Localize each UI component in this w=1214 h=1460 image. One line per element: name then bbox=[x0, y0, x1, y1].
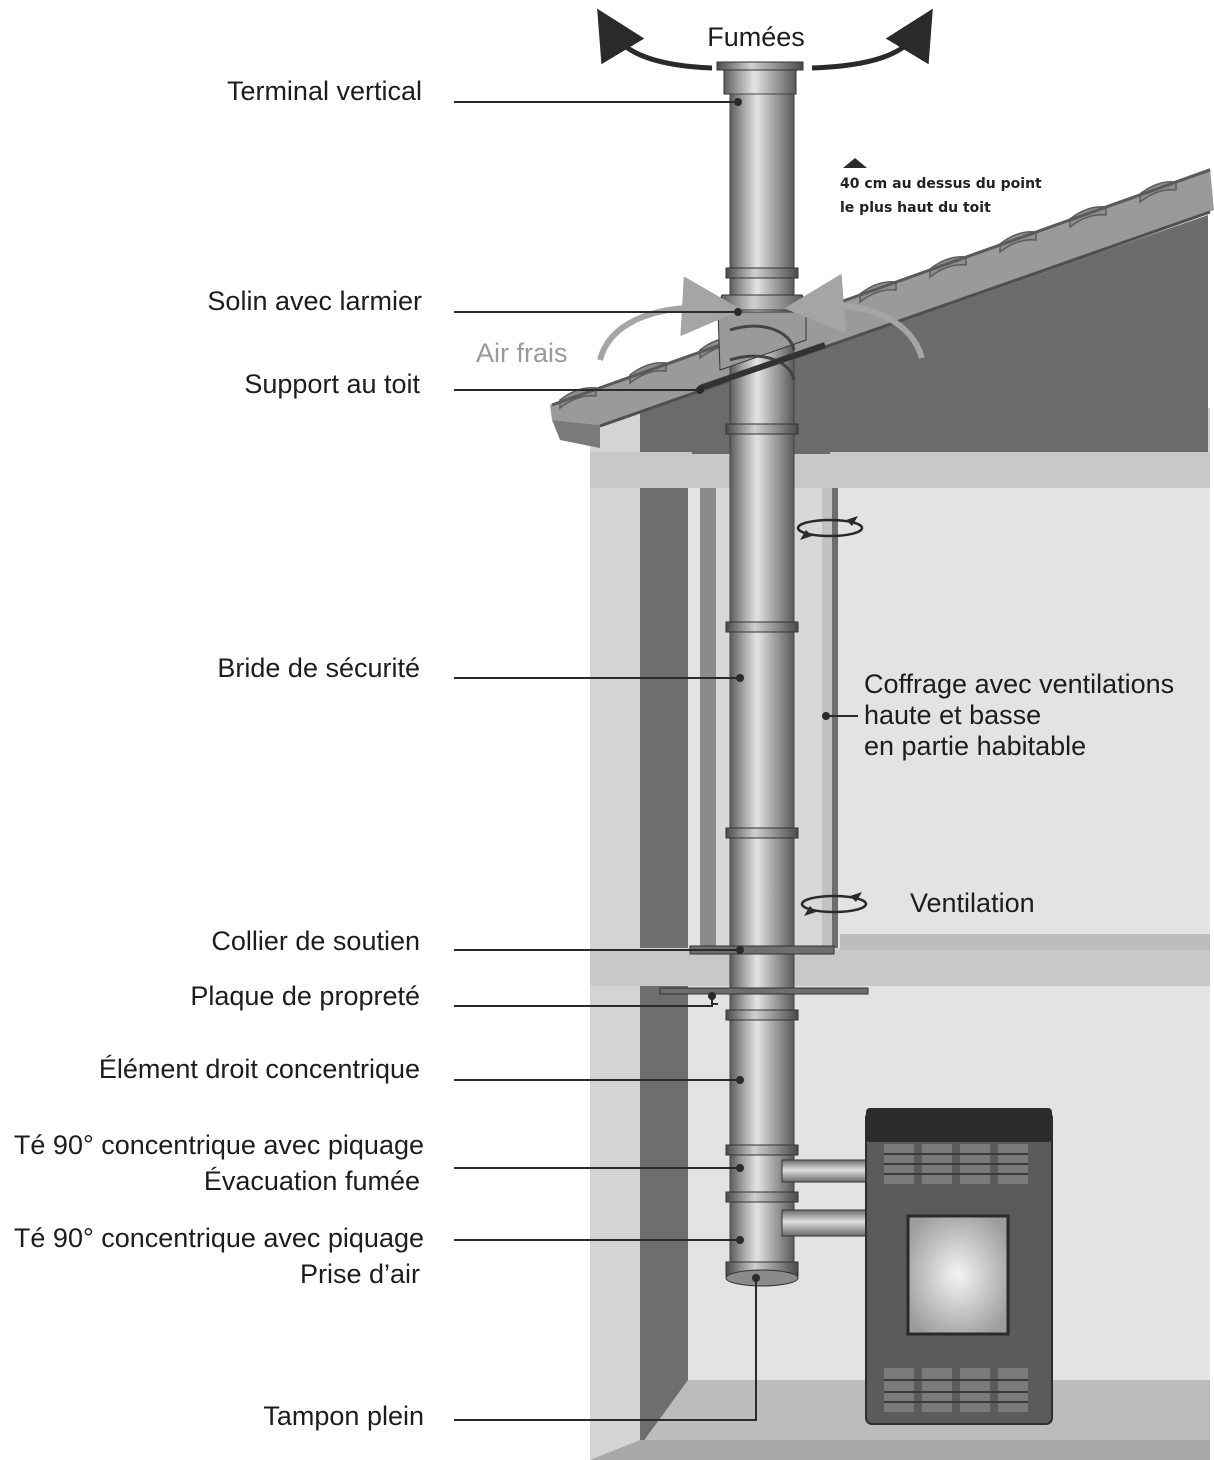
label-bride: Bride de sécurité bbox=[217, 653, 420, 683]
smoke-outlet-pipe bbox=[781, 1159, 869, 1183]
solin-flashing bbox=[715, 294, 811, 311]
label-support-toit: Support au toit bbox=[244, 369, 420, 399]
ventilation-arrows bbox=[796, 516, 868, 916]
label-te2-line1: Té 90° concentrique avec piquage bbox=[14, 1223, 424, 1253]
label-collier: Collier de soutien bbox=[211, 926, 420, 956]
ventilation-bottom-icon bbox=[800, 894, 868, 914]
air-intake-pipe bbox=[781, 1209, 869, 1237]
height-marker-icon bbox=[843, 158, 867, 168]
label-fumees: Fumées bbox=[707, 22, 805, 52]
label-air-frais: Air frais bbox=[476, 338, 568, 368]
label-te1-line2: Évacuation fumée bbox=[204, 1166, 420, 1196]
terminal-cap bbox=[716, 61, 804, 71]
roof-slope bbox=[550, 168, 1214, 425]
fresh-air-arrow-right bbox=[784, 273, 925, 359]
stove-window bbox=[906, 1214, 1010, 1336]
label-coffrage-3: en partie habitable bbox=[864, 731, 1086, 761]
smoke-arrow-right bbox=[811, 8, 933, 71]
fresh-air-arrows bbox=[597, 273, 925, 361]
pellet-stove bbox=[865, 1108, 1053, 1425]
smoke-arrow-left bbox=[597, 8, 713, 71]
label-height-note-1: 40 cm au dessus du point bbox=[840, 176, 1042, 192]
ventilation-top-icon bbox=[796, 518, 864, 538]
label-ventilation: Ventilation bbox=[910, 888, 1035, 918]
pipe-rings bbox=[725, 267, 799, 1277]
label-te2-line2: Prise d’air bbox=[300, 1259, 420, 1289]
label-tampon: Tampon plein bbox=[263, 1401, 424, 1431]
label-coffrage-1: Coffrage avec ventilations bbox=[864, 669, 1174, 699]
smoke-arrows bbox=[597, 8, 933, 71]
floor-slab bbox=[590, 950, 1210, 986]
label-solin: Solin avec larmier bbox=[207, 286, 422, 316]
label-te1-line1: Té 90° concentrique avec piquage bbox=[14, 1130, 424, 1160]
labels: Fumées Terminal vertical 40 cm au dessus… bbox=[14, 22, 1174, 1431]
label-element-droit: Élément droit concentrique bbox=[99, 1054, 420, 1084]
label-terminal-vertical: Terminal vertical bbox=[227, 76, 422, 106]
label-plaque: Plaque de propreté bbox=[190, 981, 420, 1011]
plaque-plate bbox=[659, 987, 869, 995]
stove-grille-bottom bbox=[884, 1368, 1028, 1412]
label-coffrage-2: haute et basse bbox=[864, 700, 1041, 730]
label-height-note-2: le plus haut du toit bbox=[840, 200, 991, 216]
fresh-air-arrow-left bbox=[597, 276, 742, 361]
roof-support bbox=[699, 342, 826, 391]
leader-lines bbox=[454, 98, 858, 1421]
tampon-cap bbox=[725, 1269, 799, 1287]
